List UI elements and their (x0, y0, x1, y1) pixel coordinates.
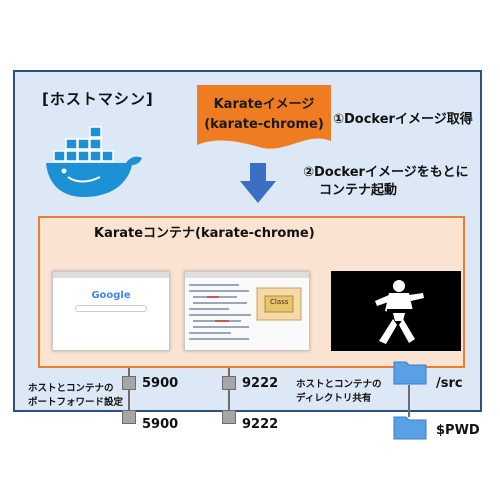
step2-line2: コンテナ起動 (319, 183, 398, 198)
shared-dir-label: ホストとコンテナの ディレクトリ共有 (296, 378, 382, 406)
karate-container-label: Karateコンテナ(karate-chrome) (94, 226, 315, 241)
host-path: $PWD (436, 423, 480, 438)
port-forward-label: ホストとコンテナの ポートフォワード設定 (28, 382, 123, 410)
devtools-toolbar (185, 272, 309, 278)
port-forward-label-line2: ポートフォワード設定 (28, 397, 124, 408)
down-arrow-icon (240, 163, 276, 203)
debug-container-port-square (222, 376, 236, 390)
docker-whale-icon (46, 126, 142, 197)
step2-line1: ②Dockerイメージをもとに (303, 165, 469, 180)
debug-host-port-square (222, 410, 236, 424)
vnc-host-port: 5900 (142, 417, 179, 432)
host-machine-label: [ホストマシン] (42, 90, 154, 108)
vnc-container-port-square (122, 376, 136, 390)
port-forward-label-line1: ホストとコンテナの (28, 383, 114, 394)
devtools-code-panel (189, 284, 302, 340)
container-folder-icon (393, 361, 427, 385)
step2-label: ②Dockerイメージをもとに コンテナ起動 (303, 164, 468, 200)
shared-dir-label-line2: ディレクトリ共有 (296, 393, 372, 404)
docker-image-name: Karateイメージ (213, 97, 315, 112)
host-folder-icon (393, 416, 427, 440)
google-logo: Google (91, 290, 131, 301)
container-path: /src (436, 376, 463, 391)
debug-container-port: 9222 (242, 376, 279, 391)
devtools-class-badge: Class (270, 298, 289, 306)
google-search-box (75, 305, 147, 312)
docker-image-label: Karateイメージ (karate-chrome) (203, 95, 325, 135)
vnc-host-port-square (122, 410, 136, 424)
chrome-devtools-screenshot: Class (184, 271, 310, 351)
shared-dir-label-line1: ホストとコンテナの (296, 379, 382, 390)
step1-label: ①Dockerイメージ取得 (333, 112, 473, 127)
docker-image-document-icon (197, 85, 331, 149)
docker-image-tag: (karate-chrome) (204, 117, 324, 132)
debug-host-port: 9222 (242, 417, 279, 432)
karate-fighter-icon (375, 280, 424, 344)
browser-toolbar (53, 272, 169, 278)
chrome-google-screenshot: Google (52, 271, 170, 351)
vnc-container-port: 5900 (142, 376, 179, 391)
karate-logo-screenshot (331, 271, 461, 351)
